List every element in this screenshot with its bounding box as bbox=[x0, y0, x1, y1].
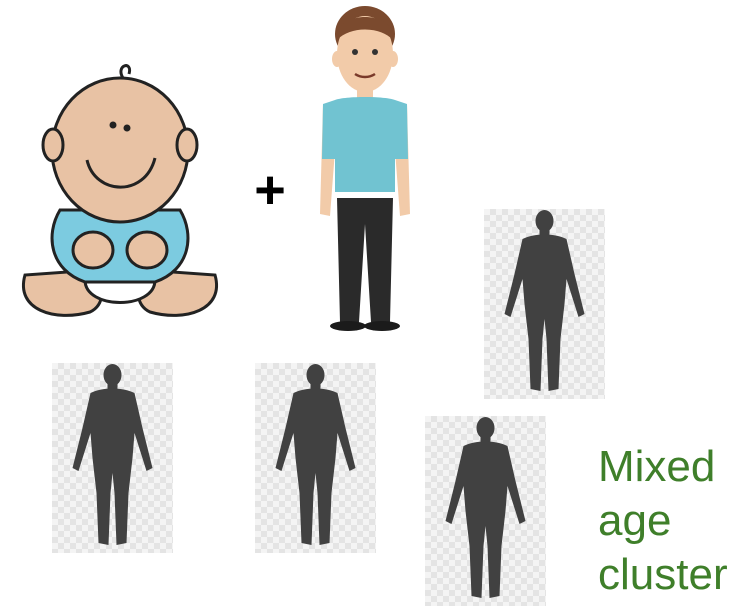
human-silhouette-icon bbox=[425, 416, 546, 606]
human-silhouette-icon bbox=[484, 209, 605, 399]
human-silhouette-icon bbox=[255, 363, 376, 553]
caption-line-3: cluster bbox=[598, 548, 746, 602]
mixed-age-cluster-caption: Mixed age cluster bbox=[598, 440, 746, 602]
silhouette-figure-bottom-left bbox=[52, 363, 173, 553]
caption-line-2: age bbox=[598, 494, 746, 548]
plus-sign: + bbox=[248, 160, 292, 220]
baby-cartoon-icon bbox=[15, 60, 225, 325]
silhouette-figure-bottom-center bbox=[255, 363, 376, 553]
man-cartoon-icon bbox=[315, 4, 415, 332]
silhouette-figure-top-right bbox=[484, 209, 605, 399]
silhouette-figure-bottom-right bbox=[425, 416, 546, 606]
caption-line-1: Mixed bbox=[598, 440, 746, 494]
human-silhouette-icon bbox=[52, 363, 173, 553]
